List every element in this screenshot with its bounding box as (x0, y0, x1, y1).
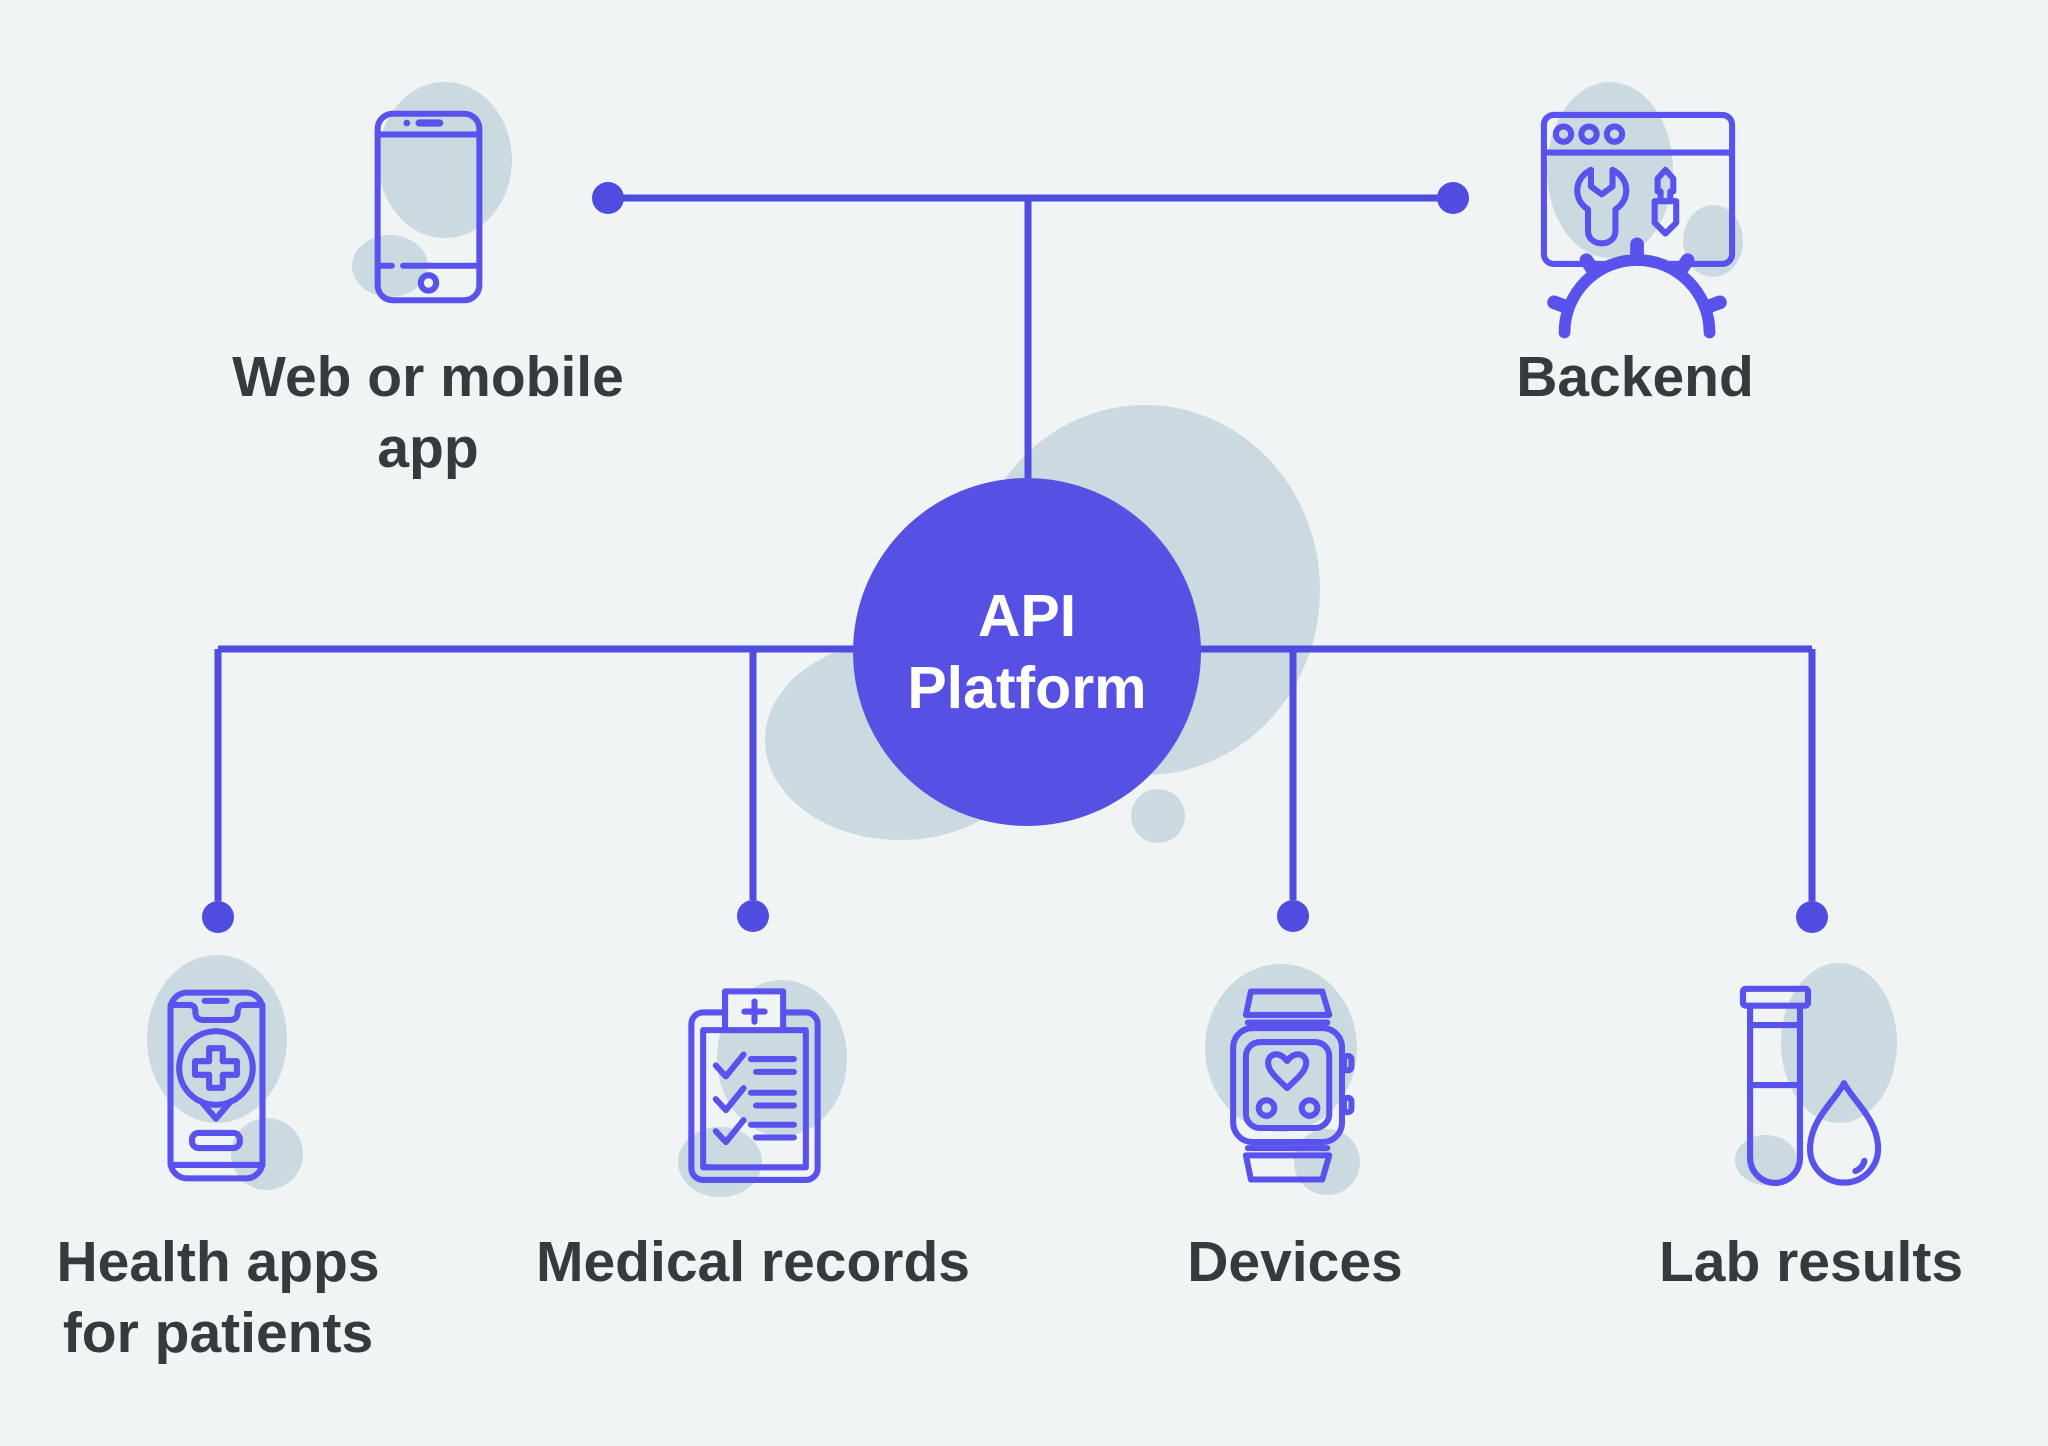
test-tube-droplet-icon (1739, 985, 1882, 1186)
node-label-web-or-mobile-app: Web or mobile app (232, 345, 624, 480)
node-label-lab-results: Lab results (1658, 1230, 1964, 1294)
connector-dot (1796, 901, 1828, 933)
connector-dot (1277, 900, 1309, 932)
checkmark-icon (712, 1051, 747, 1080)
background-blob (1131, 789, 1185, 843)
browser-dev-tools-icon (1540, 111, 1736, 411)
screwdriver-icon (1651, 198, 1680, 237)
medical-cross-icon (741, 998, 768, 1025)
gear-icon (1558, 254, 1716, 411)
smartwatch-heart-icon (1230, 988, 1355, 1183)
connector-dot (1437, 182, 1469, 214)
wrench-icon (1574, 166, 1630, 247)
screwdriver-icon (1654, 166, 1677, 195)
node-label-medical-records: Medical records (535, 1230, 970, 1294)
connector-dot (592, 182, 624, 214)
background-blob (378, 82, 512, 238)
phone-medical-pin-icon (167, 989, 266, 1182)
node-label-devices: Devices (1187, 1230, 1403, 1294)
connector-dot (737, 900, 769, 932)
checkmark-icon (712, 1117, 747, 1146)
node-label-health-apps: Health apps for patients (56, 1230, 380, 1365)
medical-cross-icon (191, 1045, 240, 1091)
api-platform-node: API Platform (853, 478, 1201, 826)
node-label-backend: Backend (1516, 345, 1754, 409)
checkmark-icon (712, 1085, 747, 1114)
droplet-icon (1806, 1080, 1882, 1186)
clipboard-checklist-icon (688, 988, 821, 1183)
gear-teeth (1547, 237, 1727, 314)
api-platform-label: API Platform (907, 583, 1147, 721)
smartphone-icon (374, 110, 483, 304)
connector-dot (202, 901, 234, 933)
heart-icon (1265, 1051, 1310, 1092)
